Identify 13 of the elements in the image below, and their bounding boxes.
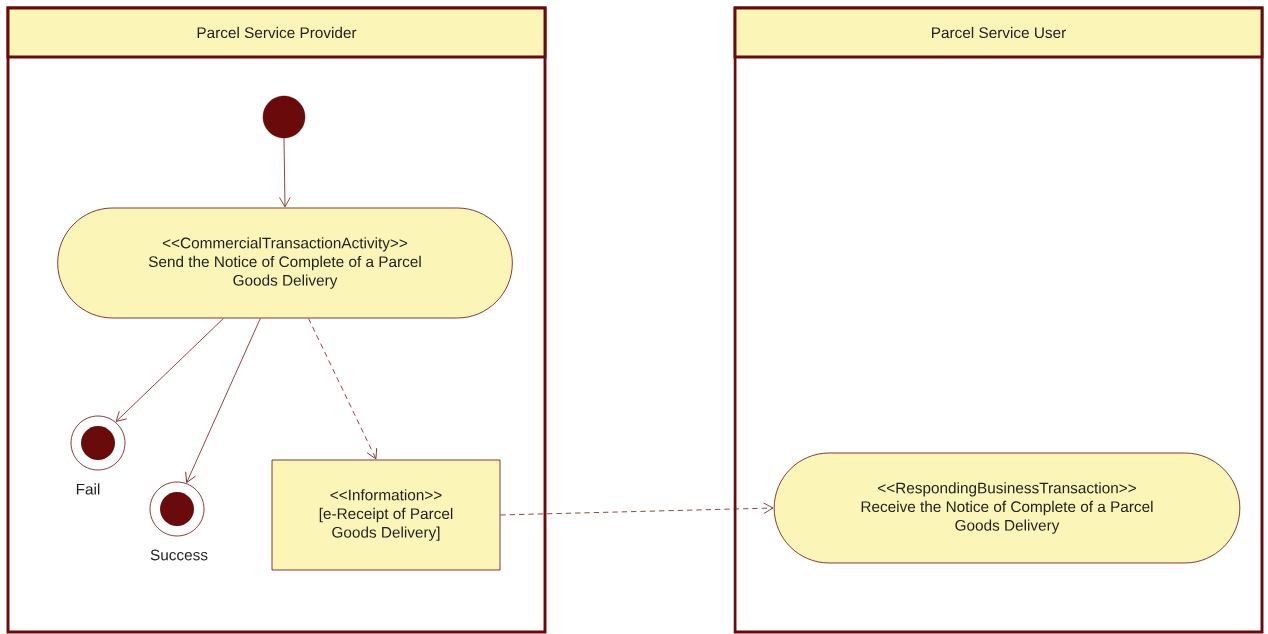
node-caption: Fail (76, 483, 100, 495)
final-node (149, 481, 205, 537)
arrow (279, 137, 291, 208)
arrow (185, 318, 261, 483)
arrow (308, 318, 378, 460)
node-caption: Success (150, 549, 208, 561)
activity-node: <<CommercialTransactionActivity>> Send the Notice of Complete of a Parcel Goods Delivery (57, 207, 513, 319)
activity-node: <<RespondingBusinessTransaction>> Receive the Notice of Complete of a Parcel Goods Delivery (773, 452, 1241, 564)
final-node (70, 415, 126, 471)
arrow (115, 318, 224, 422)
arrow (500, 502, 774, 516)
initial-node (262, 95, 306, 139)
object-box: <<Information>> [e-Receipt of Parcel Goods Delivery] (271, 459, 501, 571)
